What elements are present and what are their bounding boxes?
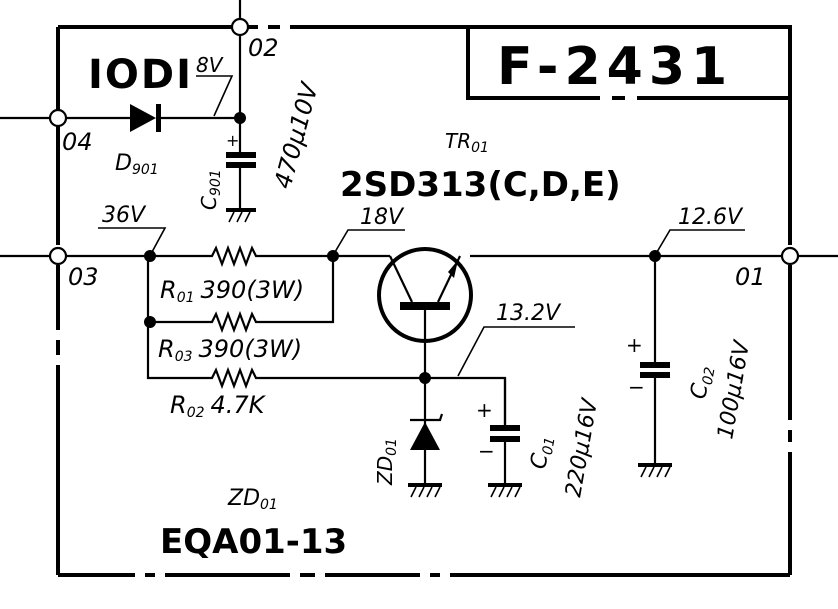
board-label: F-2431 — [497, 37, 733, 97]
tr01-ref: TR01 — [445, 129, 489, 156]
transistor-tr01 — [377, 247, 473, 378]
terminal-01-label: 01 — [735, 263, 766, 291]
voltage-36v: 36V — [102, 203, 147, 228]
terminal-02-label: 02 — [248, 34, 279, 62]
c02-minus: − — [628, 375, 645, 399]
capacitor-c01 — [488, 378, 522, 498]
terminal-04 — [48, 108, 68, 128]
diode-ref: D901 — [115, 151, 159, 178]
tr01-part: 2SD313(C,D,E) — [340, 165, 621, 205]
junction-dot — [649, 250, 661, 262]
c901-ref: C901 — [197, 169, 224, 210]
resistor-r01 — [200, 244, 262, 268]
voltage-leader-18v — [334, 229, 405, 253]
voltage-leader-8v — [196, 75, 234, 117]
terminal-02 — [230, 17, 250, 37]
zd01-ref: ZD01 — [227, 486, 278, 513]
board-frame — [56, 25, 792, 577]
zener-diode-zd01 — [408, 378, 444, 498]
zd01-ref-vertical: ZD01 — [373, 438, 400, 486]
voltage-leader-36v — [98, 227, 167, 253]
terminal-01 — [780, 246, 800, 266]
diode-d901 — [130, 104, 161, 132]
resistor-r02 — [146, 322, 507, 430]
capacitor-c02 — [638, 256, 672, 478]
c02-ref: C02 — [686, 364, 718, 401]
c901-plus: + — [226, 131, 239, 150]
junction-dot — [144, 250, 156, 262]
c01-value: 220µ16V — [561, 395, 603, 499]
diode-part-label: IODI — [88, 52, 193, 98]
voltage-leader-12-6v — [656, 229, 745, 253]
resistor-r03 — [146, 256, 335, 334]
board-label-box — [466, 27, 790, 100]
terminal-04-label: 04 — [62, 128, 93, 156]
c02-plus: + — [626, 333, 643, 357]
c01-ref: C01 — [526, 434, 558, 471]
junction-dot — [327, 250, 339, 262]
terminal-03-label: 03 — [68, 263, 99, 291]
capacitor-c901 — [226, 118, 256, 223]
c02-value: 100µ16V — [713, 337, 755, 441]
c01-plus: + — [476, 398, 493, 422]
c901-value: 470µ10V — [269, 78, 324, 191]
voltage-8v: 8V — [196, 53, 224, 77]
voltage-12-6v: 12.6V — [678, 205, 744, 230]
zd01-part: EQA01-13 — [160, 522, 347, 562]
terminal-03 — [48, 246, 68, 266]
voltage-leader-13-2v — [457, 326, 575, 377]
junction-dot — [144, 316, 156, 328]
c01-minus: − — [478, 439, 495, 463]
voltage-18v: 18V — [360, 205, 405, 230]
voltage-13-2v: 13.2V — [496, 301, 562, 326]
